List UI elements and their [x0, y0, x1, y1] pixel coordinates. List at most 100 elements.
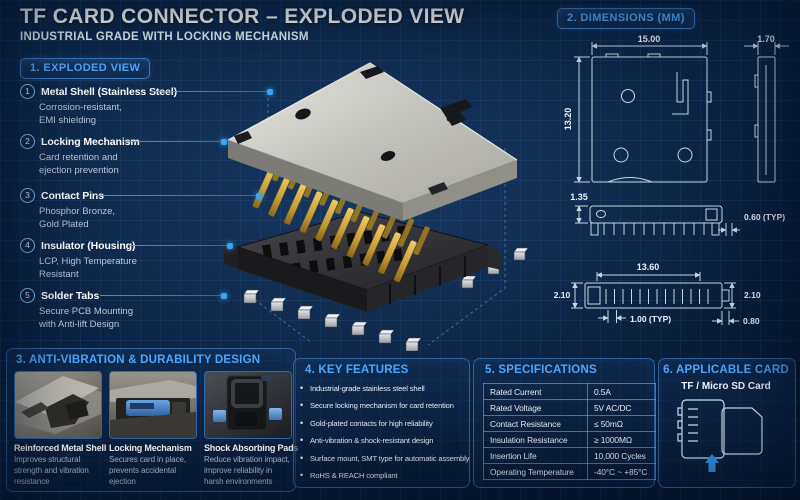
side-view-drawing — [754, 56, 776, 183]
feature-item: Industrial-grade stainless steel shell — [300, 383, 472, 393]
section-title-applicable-card: 6. APPLICABLE CARD — [663, 364, 789, 376]
leader-dot — [221, 292, 227, 299]
leader-dot — [227, 242, 233, 249]
callout-desc-line: Card retention and — [39, 152, 118, 163]
callout-number-badge: 1 — [20, 84, 35, 99]
applicable-card-type: TF / Micro SD Card — [681, 381, 771, 392]
callout-number-badge: 2 — [20, 134, 35, 149]
durability-item-desc: Secures card in place, prevents accident… — [109, 455, 186, 486]
solder-tabs-group — [243, 247, 529, 351]
dimension-drawings: 15.00 13.20 1.70 1.35 0.60 (TYP) 13.60 2… — [554, 34, 789, 326]
specs-table: Rated Current 0.5A Rated Voltage 5V AC/D… — [483, 383, 656, 480]
leader-line-locking — [122, 138, 227, 145]
callout-number-badge: 5 — [20, 288, 35, 303]
spec-value: ≤ 50mΩ — [587, 415, 656, 432]
bottom-view-drawing — [584, 282, 730, 309]
callout-contact-pins: 3 Contact Pins Phosphor Bronze, Gold Pla… — [20, 188, 205, 231]
leader-line-solder-tabs — [100, 292, 227, 299]
callout-locking-mechanism: 2 Locking Mechanism Card retention and e… — [20, 134, 205, 177]
callout-desc-line: Secure PCB Mounting — [39, 306, 133, 317]
dim-label-side-width: 1.70 — [757, 34, 775, 44]
section-badge-dimensions: 2. DIMENSIONS (MM) — [557, 8, 695, 29]
spec-label: Insertion Life — [483, 447, 588, 464]
callout-title: Metal Shell (Stainless Steel) — [41, 85, 177, 98]
reinforced-shell-graphic — [15, 372, 101, 438]
dim-label-top-width: 15.00 — [638, 34, 661, 44]
callout-title: Solder Tabs — [41, 289, 100, 302]
top-view-drawing — [591, 53, 712, 183]
spec-label: Rated Voltage — [483, 399, 588, 416]
table-row: Insertion Life 10,000 Cycles — [483, 447, 656, 464]
callout-insulator: 4 Insulator (Housing) LCP, High Temperat… — [20, 238, 205, 281]
callout-desc-line: LCP, High Temperature — [39, 256, 137, 267]
section-applicable-card — [658, 358, 796, 488]
callout-desc-line: EMI shielding — [39, 114, 97, 126]
table-row: Rated Voltage 5V AC/DC — [483, 399, 656, 416]
photo-reinforced-shell — [14, 371, 102, 439]
leader-line-insulator — [130, 242, 233, 249]
spec-label: Insulation Resistance — [483, 431, 588, 448]
callout-desc-line: with Anti-lift Design — [39, 318, 120, 330]
callout-title: Locking Mechanism — [41, 135, 140, 148]
callout-desc-line: Gold Plated — [39, 218, 89, 230]
photo-locking-mechanism — [109, 371, 197, 439]
section-title-specifications: 5. SPECIFICATIONS — [485, 364, 597, 376]
callout-desc-line: Corrosion-resistant, — [39, 102, 122, 113]
callout-metal-shell: 1 Metal Shell (Stainless Steel) Corrosio… — [20, 84, 205, 127]
dim-label-right-height: 2.10 — [744, 290, 761, 300]
spec-value: ≥ 1000MΩ — [587, 431, 656, 448]
locking-mechanism-graphic — [110, 372, 196, 438]
leader-dot — [256, 192, 262, 199]
feature-item: Anti-vibration & shock-resistant design — [300, 435, 472, 445]
table-row: Contact Resistance ≤ 50mΩ — [483, 415, 656, 432]
dim-label-pin-width: 0.60 (TYP) — [744, 212, 785, 222]
dim-label-bottom-width: 13.60 — [637, 262, 660, 272]
table-row: Rated Current 0.5A — [483, 383, 656, 400]
durability-item-title: Shock Absorbing Pads — [204, 443, 299, 453]
section-title-durability: 3. ANTI-VIBRATION & DURABILITY DESIGN — [16, 354, 261, 366]
spec-value: 5V AC/DC — [587, 399, 656, 416]
callout-number-badge: 4 — [20, 238, 35, 253]
dim-label-front-height: 1.35 — [570, 192, 588, 202]
table-row: Insulation Resistance ≥ 1000MΩ — [483, 431, 656, 448]
up-arrow-icon — [705, 454, 719, 472]
front-view-drawing — [589, 205, 723, 236]
durability-item-title: Locking Mechanism — [109, 443, 192, 453]
feature-item: Gold-plated contacts for high reliabilit… — [300, 418, 472, 428]
page-title: TF CARD CONNECTOR – EXPLODED VIEW — [20, 5, 465, 28]
durability-item-desc: Improves structural strength and vibrati… — [14, 455, 89, 486]
shock-pads-graphic — [205, 372, 291, 438]
photo-shock-pads — [204, 371, 292, 439]
durability-item-title: Reinforced Metal Shell — [14, 443, 107, 453]
callout-solder-tabs: 5 Solder Tabs Secure PCB Mounting with A… — [20, 288, 205, 331]
spec-value: 0.5A — [587, 383, 656, 400]
leader-dot — [221, 138, 227, 145]
page-subtitle: INDUSTRIAL GRADE WITH LOCKING MECHANISM — [20, 31, 309, 43]
durability-item-desc: Reduce vibration impact, improve reliabi… — [204, 455, 290, 486]
dim-label-left-height: 2.10 — [554, 290, 571, 300]
feature-item: Surface mount, SMT type for automatic as… — [300, 453, 472, 463]
table-row: Operating Temperature -40°C ~ +85°C — [483, 463, 656, 480]
key-features-list: Industrial-grade stainless steel shell S… — [300, 383, 472, 488]
leader-dot — [267, 88, 273, 95]
callout-desc-line: Phosphor Bronze, — [39, 206, 116, 217]
dim-label-top-height: 13.20 — [563, 108, 573, 131]
feature-item: RoHS & REACH compliant — [300, 470, 472, 480]
callout-desc-line: Resistant — [39, 268, 79, 280]
section-title-key-features: 4. KEY FEATURES — [305, 364, 409, 376]
spec-value: -40°C ~ +85°C — [587, 463, 656, 480]
exploded-view-illustration — [224, 62, 529, 351]
callout-desc-line: ejection prevention — [39, 164, 119, 176]
leader-line-metal-shell — [150, 88, 273, 95]
callout-title: Contact Pins — [41, 189, 104, 202]
leader-line-pins — [96, 192, 262, 199]
spec-label: Contact Resistance — [483, 415, 588, 432]
section-badge-exploded-view: 1. EXPLODED VIEW — [20, 58, 151, 79]
dim-label-pin-pitch: 1.00 (TYP) — [630, 314, 671, 324]
dim-label-tab-height: 0.80 — [743, 316, 760, 326]
feature-item: Secure locking mechanism for card retent… — [300, 400, 472, 410]
spec-value: 10,000 Cycles — [587, 447, 656, 464]
callout-title: Insulator (Housing) — [41, 239, 136, 252]
spec-label: Rated Current — [483, 383, 588, 400]
